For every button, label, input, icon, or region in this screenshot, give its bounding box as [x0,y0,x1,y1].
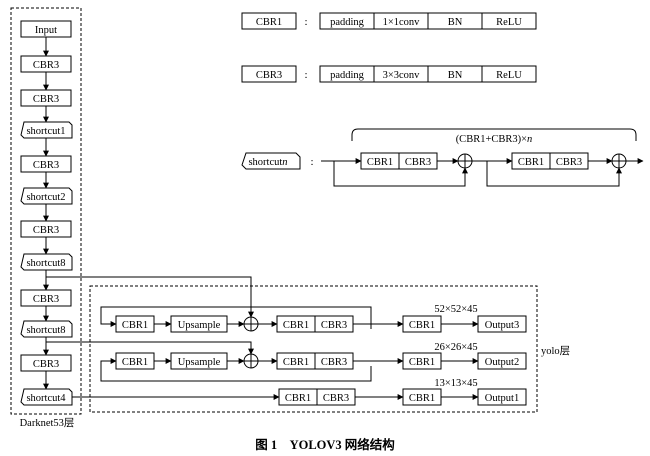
backbone-node-label: CBR3 [33,225,59,236]
backbone-node-label: CBR3 [33,294,59,305]
backbone-node-label: shortcut8 [26,258,65,269]
legend-shortcut-colon: : [310,156,313,168]
shortcut1-box [20,121,73,139]
legend-cbr1-part: ReLU [496,17,522,28]
backbone-node-label: shortcut2 [26,192,65,203]
legend-cbr3-part: BN [448,70,463,81]
row1-cbr1-label: CBR1 [122,320,148,331]
repeat-label: (CBR1+CBR3)×n [456,134,533,145]
route-shortcut8-to-row2 [46,341,254,355]
yolo-head: yolo层 CBR1 Upsample CBR1 CBR3 CBR1 52×52… [46,276,570,413]
backbone-node-label: CBR3 [33,160,59,171]
row2-b1-label: CBR1 [283,357,309,368]
feedback-arrow [100,306,372,329]
backbone-node-label: shortcut4 [26,393,66,404]
repeat-label-var: n [527,134,532,145]
skip-connection [486,161,622,187]
shortcut2-box [20,187,73,205]
row2-upsample-label: Upsample [178,357,221,368]
shortcut8-box [20,320,73,338]
legend-cbr3-part-box [481,65,537,83]
row1-b2-label: CBR3 [321,320,347,331]
legend-shortcut-box [241,152,301,170]
legend-cbr1-name: CBR1 [256,17,282,28]
row2-cbr1-label: CBR1 [122,357,148,368]
row3-head-label: CBR1 [409,393,435,404]
residual-cbr3-label: CBR3 [556,157,582,168]
legend-cbr1-colon: : [304,16,307,28]
legend-cbr1-part: padding [330,17,365,28]
feedback-arrow [100,358,372,382]
yolo-frame [89,285,538,413]
legend-cbr1-part: BN [448,17,463,28]
legend-shortcut: shortcutn : (CBR1+CBR3)×n CBR1 CBR3 CBR1… [241,128,644,187]
row1-size-label: 52×52×45 [434,304,477,315]
legend-cbr1-name-box [241,12,297,30]
row3-output-label: Output1 [485,393,519,404]
row1-output-label: Output3 [485,320,519,331]
legend-shortcut-label: shortcutn [248,157,287,168]
row1-b1-label: CBR1 [283,320,309,331]
legend-cbr3-part: ReLU [496,70,522,81]
backbone-node-label: shortcut1 [26,126,65,137]
backbone-node-label: CBR3 [33,359,59,370]
row2-b2-label: CBR3 [321,357,347,368]
shortcut4-box [20,388,73,406]
yolo-label: yolo层 [541,345,570,357]
legend-cbr1-part-box [481,12,537,30]
legend-cbr1-part: 1×1conv [383,17,421,28]
backbone: Darknet53层 Input CBR3 CBR3 shortcut1 CBR… [10,7,82,429]
row1-head-label: CBR1 [409,320,435,331]
row2-output-label: Output2 [485,357,519,368]
row3-size-label: 13×13×45 [434,378,477,389]
row2-size-label: 26×26×45 [434,342,477,353]
backbone-label: Darknet53层 [20,417,75,429]
repeat-brace [351,128,637,141]
row3-b1-label: CBR1 [285,393,311,404]
legend-cbr3-part: padding [330,70,365,81]
backbone-node-label: shortcut8 [26,325,65,336]
route-shortcut8-to-row1 [46,276,254,318]
residual-cbr3-label: CBR3 [405,157,431,168]
backbone-node-label: Input [35,25,57,36]
repeat-label-text: (CBR1+CBR3)× [456,134,527,145]
legend-shortcut-name: shortcut [248,157,282,168]
legend-cbr3-colon: : [304,69,307,81]
skip-connection [333,161,468,187]
row1-output-box [477,315,527,333]
row2-head-label: CBR1 [409,357,435,368]
residual-cbr1-label: CBR1 [367,157,393,168]
legend-shortcut-var: n [282,157,287,168]
legend-cbr3-name: CBR3 [256,70,282,81]
row3-b2-label: CBR3 [323,393,349,404]
legend-cbr3: CBR3 : padding 3×3conv BN ReLU [241,65,537,83]
legend-cbr1: CBR1 : padding 1×1conv BN ReLU [241,12,537,30]
row3-output-box [477,388,527,406]
backbone-node-label: CBR3 [33,60,59,71]
backbone-node-label: CBR3 [33,94,59,105]
shortcut8-box [20,253,73,271]
row2-output-box [477,352,527,370]
row1-upsample-label: Upsample [178,320,221,331]
residual-cbr1-label: CBR1 [518,157,544,168]
legend-cbr3-name-box [241,65,297,83]
backbone-frame [10,7,82,415]
legend-cbr3-part: 3×3conv [383,70,421,81]
figure-caption: 图 1 YOLOV3 网络结构 [255,437,395,452]
